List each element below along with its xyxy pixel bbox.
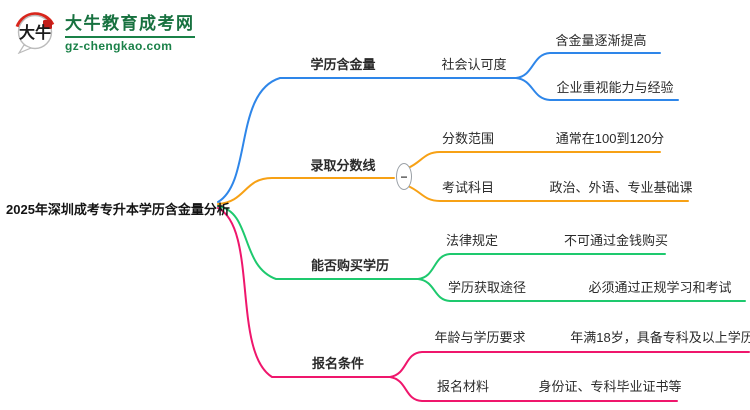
branch-3-child-2-label[interactable]: 学历获取途径 bbox=[447, 280, 527, 295]
branch-3-fork-up bbox=[417, 253, 666, 280]
speech-bubble-tail bbox=[17, 44, 33, 55]
branch-4-leaf-1[interactable]: 年满18岁，具备专科及以上学历 bbox=[570, 330, 750, 345]
branch-1-child-1-label[interactable]: 社会认可度 bbox=[441, 57, 507, 72]
ox-mascot-icon: 大牛 bbox=[12, 8, 58, 59]
branch-4-child-2-label[interactable]: 报名材料 bbox=[436, 379, 490, 394]
branch-3-leaf-1[interactable]: 不可通过金钱购买 bbox=[563, 233, 669, 248]
branch-4-leaf-2[interactable]: 身份证、专科毕业证书等 bbox=[538, 379, 682, 394]
branch-2-fork-up bbox=[407, 151, 661, 169]
branch-3-curve bbox=[217, 205, 419, 280]
branch-2-curve bbox=[217, 177, 395, 205]
branch-1-leaf-2[interactable]: 企业重视能力与经验 bbox=[556, 80, 674, 95]
branch-4-label[interactable]: 报名条件 bbox=[311, 356, 365, 371]
branch-2-child-1-label[interactable]: 分数范围 bbox=[441, 131, 495, 146]
branch-2-leaf-1[interactable]: 通常在100到120分 bbox=[555, 131, 665, 146]
site-url: gz-chengkao.com bbox=[65, 35, 195, 53]
site-logo[interactable]: 大牛 大牛教育成考网 gz-chengkao.com bbox=[12, 8, 195, 59]
branch-2-leaf-2[interactable]: 政治、外语、专业基础课 bbox=[549, 180, 693, 195]
branch-3-fork-down bbox=[417, 278, 746, 302]
branch-2-child-2-label[interactable]: 考试科目 bbox=[441, 180, 495, 195]
branch-3-label[interactable]: 能否购买学历 bbox=[310, 258, 390, 273]
branch-1-label[interactable]: 学历含金量 bbox=[310, 57, 376, 72]
red-seal bbox=[43, 20, 52, 29]
logo-icon-text: 大牛 bbox=[19, 23, 51, 42]
branch-4-child-1-label[interactable]: 年龄与学历要求 bbox=[434, 330, 526, 345]
branch-1-fork-down bbox=[515, 77, 679, 101]
branch-4-fork-up bbox=[389, 351, 750, 378]
branch-3-leaf-2[interactable]: 必须通过正规学习和考试 bbox=[588, 280, 732, 295]
collapse-button[interactable]: − bbox=[396, 163, 412, 190]
branch-2-label[interactable]: 录取分数线 bbox=[310, 158, 376, 173]
branch-4-fork-down bbox=[389, 376, 678, 402]
branch-4-curve bbox=[217, 207, 391, 378]
branch-1-leaf-1[interactable]: 含金量逐渐提高 bbox=[555, 33, 647, 48]
root-node[interactable]: 2025年深圳成考专升本学历含金量分析 bbox=[6, 202, 230, 217]
site-name: 大牛教育成考网 bbox=[65, 14, 195, 34]
branch-1-curve bbox=[217, 77, 517, 203]
branch-3-child-1-label[interactable]: 法律规定 bbox=[445, 233, 499, 248]
branch-2-fork-down bbox=[407, 185, 689, 202]
branch-1-fork-up bbox=[515, 52, 661, 79]
